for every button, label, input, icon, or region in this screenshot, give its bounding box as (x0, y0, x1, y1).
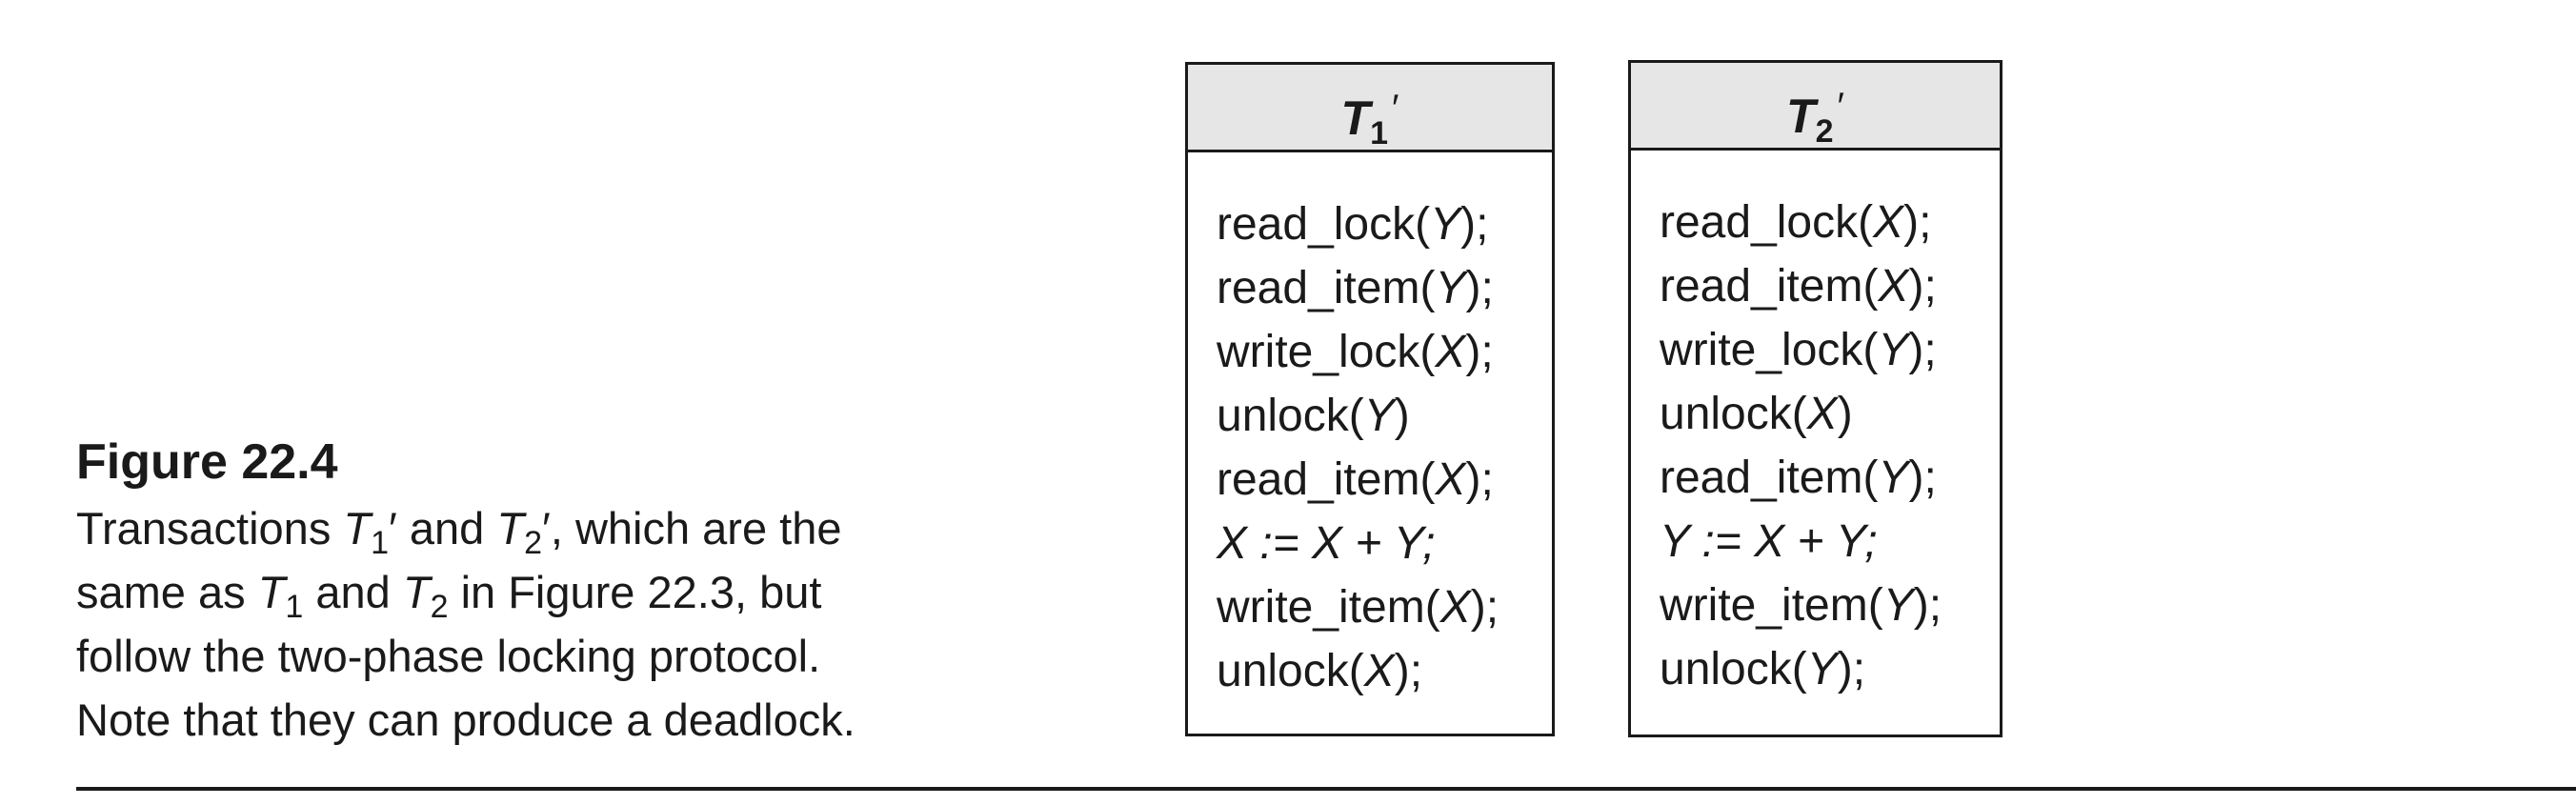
operation-line: Y := X + Y; (1660, 516, 1878, 567)
transaction-box-t2: T2′ read_lock(X); read_item(X); write_lo… (1628, 60, 2002, 737)
operation-line: read_lock(X); (1660, 197, 1932, 248)
operation-line: write_item(Y); (1660, 580, 1942, 631)
transaction-operations-t1: read_lock(Y); read_item(Y); write_lock(X… (1188, 152, 1552, 703)
operation-line: read_item(X); (1217, 454, 1494, 505)
operation-line: unlock(X); (1217, 646, 1423, 696)
caption-line-1: Transactions T1′ and T2′, which are the (76, 503, 842, 561)
transaction-header-t1: T1′ (1188, 65, 1552, 152)
transaction-header-t2: T2′ (1631, 63, 2000, 151)
operation-line: read_item(Y); (1217, 263, 1494, 313)
operation-line: read_item(X); (1660, 261, 1937, 312)
operation-line: write_lock(Y); (1660, 325, 1937, 375)
figure-caption: Figure 22.4 Transactions T1′ and T2′, wh… (76, 433, 991, 752)
caption-line-4: Note that they can produce a deadlock. (76, 694, 855, 745)
operation-line: read_item(Y); (1660, 453, 1937, 503)
transaction-operations-t2: read_lock(X); read_item(X); write_lock(Y… (1631, 151, 2000, 701)
operation-line: X := X + Y; (1217, 518, 1436, 569)
operation-line: write_lock(X); (1217, 327, 1494, 377)
operation-line: read_lock(Y); (1217, 199, 1489, 250)
caption-line-2: same as T1 and T2 in Figure 22.3, but (76, 567, 822, 625)
transaction-box-t1: T1′ read_lock(Y); read_item(Y); write_lo… (1185, 62, 1555, 736)
bottom-rule (76, 787, 2576, 791)
caption-line-3: follow the two-phase locking protocol. (76, 631, 821, 681)
operation-line: unlock(X) (1660, 389, 1853, 439)
operation-line: unlock(Y) (1217, 391, 1410, 441)
figure-title: Figure 22.4 (76, 434, 338, 490)
figure-description: Transactions T1′ and T2′, which are the … (76, 496, 991, 752)
operation-line: unlock(Y); (1660, 644, 1866, 694)
operation-line: write_item(X); (1217, 582, 1499, 633)
